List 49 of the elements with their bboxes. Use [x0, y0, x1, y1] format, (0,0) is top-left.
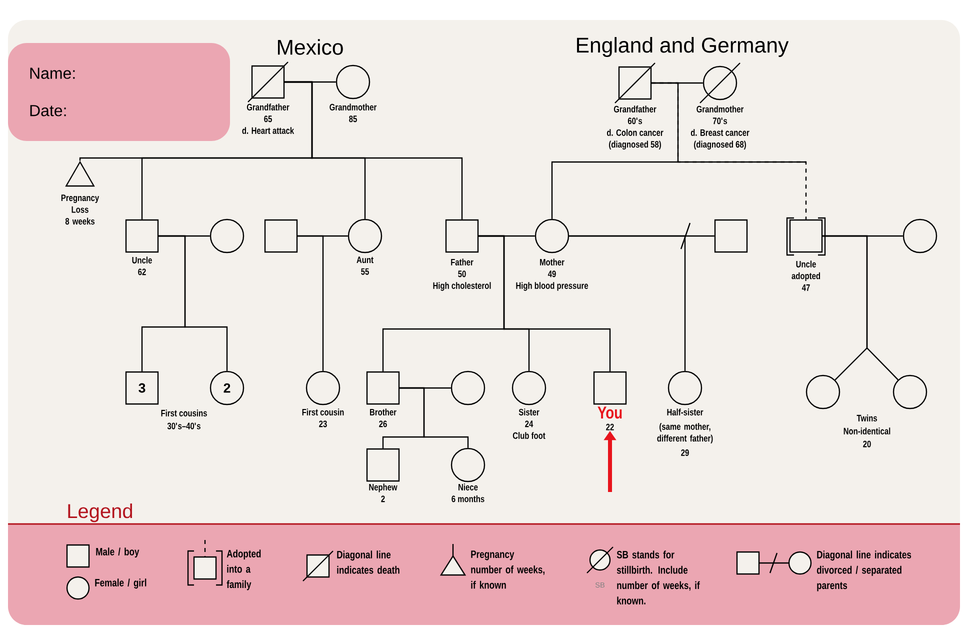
legend-text: Diagonal line indicates divorced / separated parents [816, 550, 912, 592]
descent-line [822, 235, 898, 380]
descent-line [652, 82, 807, 220]
legend-text: Adopted into a family [226, 550, 261, 590]
person-label: Brother 26 [370, 408, 396, 428]
person-label: Grandmother 85 [330, 104, 377, 122]
descent-line [284, 81, 463, 220]
male-symbol [264, 219, 298, 253]
person-label: Mother 49 High blood pressure [516, 258, 588, 291]
legend-text: Diagonal line indicates death [337, 550, 400, 574]
group-label: 30's–40's [167, 422, 200, 430]
group-label: 20 [863, 440, 871, 448]
person-label: Sister 24 Club foot [512, 408, 546, 439]
descent-line [400, 387, 469, 448]
female-symbol [806, 374, 840, 410]
female-symbol [210, 218, 244, 254]
person-label: First cousin 23 [302, 408, 344, 428]
person-label: Uncle 62 [132, 256, 152, 276]
person-label: Grandfather 60's d. Colon cancer (diagnosed 58) [606, 106, 664, 150]
descent-line [298, 235, 324, 371]
person-label: Aunt 55 [356, 256, 374, 275]
person-label: Niece 6 months [452, 484, 484, 502]
descent-line [551, 82, 807, 219]
group-label: Non-identical [844, 428, 890, 434]
legend-text: Male / boy [96, 548, 140, 558]
descent-line [569, 235, 686, 371]
female-symbol [892, 374, 928, 410]
descent-line [478, 235, 611, 372]
person-label: You 22 [598, 406, 622, 430]
group-label: First cousins [161, 410, 207, 416]
person-label: Half-sister (same mother, different father) 29 [657, 408, 713, 456]
legend-text: Pregnancy number of weeks, if known [471, 550, 544, 589]
region-title: England and Germany [577, 37, 789, 57]
person-label: Pregnancy Loss 8 weeks [61, 194, 100, 225]
person-label: Nephew 2 [369, 484, 398, 502]
person-label: Father 50 High cholesterol [433, 258, 491, 291]
female-symbol [902, 218, 938, 254]
legend-text: SB stands for stillbirth. Include number of weeks, if known. [616, 550, 700, 604]
region-title: Mexico [278, 39, 343, 55]
name-date-box: Name: Date: [8, 43, 230, 141]
male-symbol [714, 219, 748, 253]
person-label: Grandfather 65 d. Heart attack [242, 104, 294, 134]
legend-text: Female / girl [95, 578, 146, 589]
group-label: Twins [856, 414, 877, 422]
legend-title: Legend [68, 504, 132, 522]
female-symbol [450, 370, 486, 406]
person-label: Grandmother 70's d. Breast cancer (diagnosed 68) [690, 106, 750, 150]
descent-line [158, 235, 228, 371]
person-label: Uncle adopted 47 [792, 260, 820, 291]
